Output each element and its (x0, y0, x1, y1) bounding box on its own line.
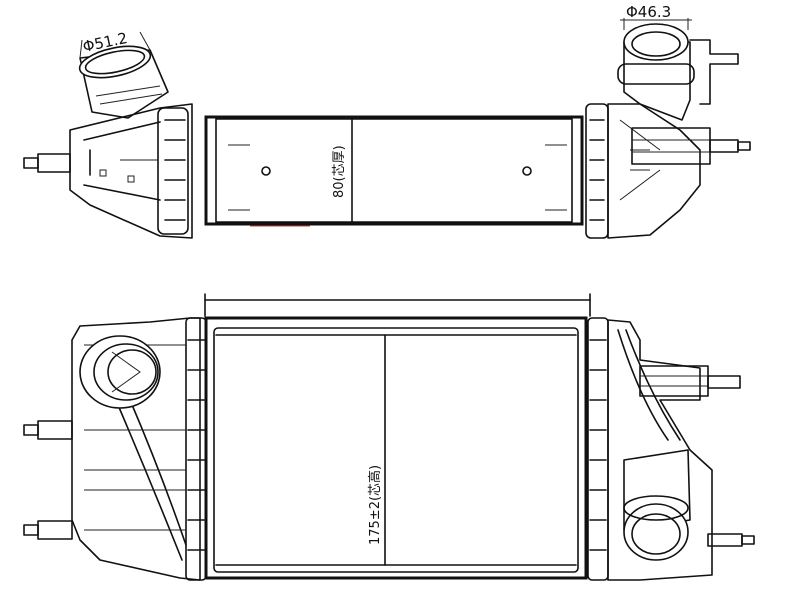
top-view: Φ51.2 80(芯厚) (23, 3, 751, 239)
top-left-tank (69, 103, 193, 239)
front-view: 175±2(芯高) (23, 225, 755, 581)
front-right-tank (587, 317, 755, 581)
front-core (204, 225, 588, 580)
width-dimension (204, 293, 591, 317)
outlet-diameter-label: Φ46.3 (626, 3, 671, 21)
top-inlet-pipe (78, 31, 169, 119)
core-thickness-label: 80(芯厚) (332, 145, 347, 198)
front-inlet-port (79, 335, 161, 409)
front-left-mount-stubs (23, 420, 73, 540)
core-height-label: 175±2(芯高) (367, 465, 383, 545)
top-right-tank (585, 103, 751, 239)
top-outlet-pipe (617, 18, 739, 121)
top-left-mount-stub (23, 153, 71, 173)
top-core (204, 115, 584, 226)
front-outlet-port (623, 449, 691, 561)
